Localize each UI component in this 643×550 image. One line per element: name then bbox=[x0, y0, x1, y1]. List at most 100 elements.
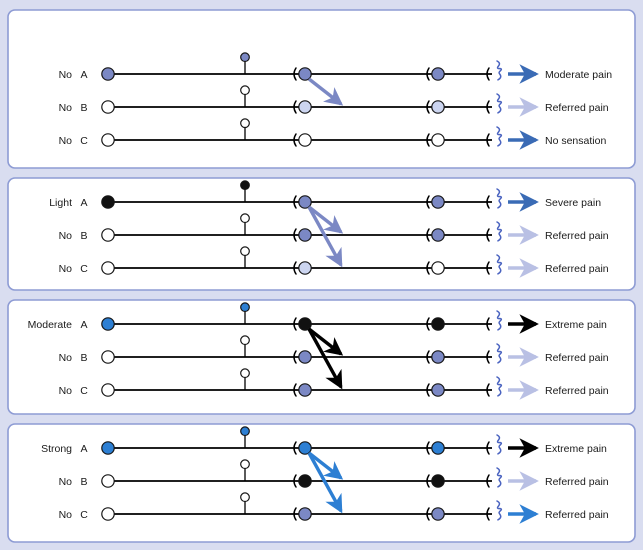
panel-2-row1-ganglion-node[interactable] bbox=[240, 213, 250, 224]
panel-4-row2-dorsal-horn-node[interactable] bbox=[298, 507, 312, 521]
panel-1-row1-output-label: Referred pain bbox=[545, 102, 609, 114]
panel-1-row1-thalamus-node[interactable] bbox=[431, 100, 445, 114]
panel-2-row1-dorsal-horn-node[interactable] bbox=[298, 228, 312, 242]
panel-2-row0-output-label: Severe pain bbox=[545, 197, 601, 209]
panel-3-row1-fiber-label: B bbox=[80, 352, 87, 364]
panel-4-row0-ganglion-node[interactable] bbox=[240, 426, 250, 437]
panel-2-row0-ganglion-node[interactable] bbox=[240, 180, 250, 191]
panel-4-row1-nociceptor-node[interactable] bbox=[101, 474, 115, 488]
panel-4-row1-thalamus-synapse bbox=[426, 474, 430, 488]
panel-3-row2-ganglion-node[interactable] bbox=[240, 368, 250, 379]
panel-3-row0-thalamus-node[interactable] bbox=[431, 317, 445, 331]
panel-3-row2-nociceptor-node[interactable] bbox=[101, 383, 115, 397]
panel-4-row2-dorsal-horn-synapse bbox=[293, 507, 297, 521]
panel-1-row0-stimulus-label: No bbox=[59, 69, 73, 81]
panel-1-row0-cerebral-cortex-brace bbox=[496, 60, 503, 81]
panel-4-row1-cerebral-cortex-brace bbox=[496, 467, 503, 488]
panel-2-row0-dorsal-horn-node[interactable] bbox=[298, 195, 312, 209]
panel-1-row0-thalamus-node[interactable] bbox=[431, 67, 445, 81]
panel-3-row0-dorsal-horn-node[interactable] bbox=[298, 317, 312, 331]
panel-3-projection-arrow-0 bbox=[307, 327, 344, 356]
panel-2-row2-output-label: Referred pain bbox=[545, 263, 609, 275]
panel-4-row0-thalamus-node[interactable] bbox=[431, 441, 445, 455]
panel-1-row0-ganglion-node[interactable] bbox=[240, 52, 250, 63]
panel-2-frame bbox=[7, 177, 636, 291]
panel-3-row2-dorsal-horn-synapse bbox=[293, 383, 297, 397]
panel-1-row1-fiber-label: B bbox=[80, 102, 87, 114]
panel-3-row0-dorsal-horn-synapse bbox=[293, 317, 297, 331]
panel-1-row1-dorsal-horn-node[interactable] bbox=[298, 100, 312, 114]
panel-4-row2-thalamus-node[interactable] bbox=[431, 507, 445, 521]
panel-4-row2-thalamus-synapse bbox=[426, 507, 430, 521]
panel-3-row2-fiber-label: C bbox=[80, 385, 88, 397]
panel-3-row0-nociceptor-node[interactable] bbox=[101, 317, 115, 331]
panel-2-row1-thalamus-node[interactable] bbox=[431, 228, 445, 242]
panel-1-row0-output-label: Moderate pain bbox=[545, 69, 612, 81]
panel-3-row1-dorsal-horn-synapse bbox=[293, 350, 297, 364]
panel-4-row2-cerebral-cortex-brace bbox=[496, 500, 503, 521]
panel-3-row1-stimulus-label: No bbox=[59, 352, 73, 364]
panel-3-row0-ganglion-node[interactable] bbox=[240, 302, 250, 313]
panel-2-row1-thalamus-synapse bbox=[426, 228, 430, 242]
panel-3-row0-fiber-label: A bbox=[80, 319, 87, 331]
panel-2-row2-nociceptor-node[interactable] bbox=[101, 261, 115, 275]
panel-4-projection-arrow-1 bbox=[307, 452, 343, 514]
panel-1-projection-arrow-0 bbox=[307, 77, 344, 106]
panel-2-row2-thalamus-node[interactable] bbox=[431, 261, 445, 275]
panel-1-row2-cortex-bracket bbox=[486, 133, 490, 147]
panel-2-row1-nociceptor-node[interactable] bbox=[101, 228, 115, 242]
panel-4-row1-thalamus-node[interactable] bbox=[431, 474, 445, 488]
panel-3-row1-cerebral-cortex-brace bbox=[496, 343, 503, 364]
panel-1-row0-dorsal-horn-node[interactable] bbox=[298, 67, 312, 81]
panel-4-row1-ganglion-node[interactable] bbox=[240, 459, 250, 470]
panel-4-row0-nociceptor-node[interactable] bbox=[101, 441, 115, 455]
panel-2-row1-cerebral-cortex-brace bbox=[496, 221, 503, 242]
panel-4-row2-stimulus-label: No bbox=[59, 509, 73, 521]
panel-1-row2-thalamus-synapse bbox=[426, 133, 430, 147]
panel-4-row2-nociceptor-node[interactable] bbox=[101, 507, 115, 521]
panel-4-row1-dorsal-horn-node[interactable] bbox=[298, 474, 312, 488]
panel-1-row0-nociceptor-node[interactable] bbox=[101, 67, 115, 81]
panel-3-row1-cortex-bracket bbox=[486, 350, 490, 364]
panel-1-row0-thalamus-synapse bbox=[426, 67, 430, 81]
panel-3-projection-arrow-1 bbox=[307, 328, 343, 390]
panel-1-row1-ganglion-node[interactable] bbox=[240, 85, 250, 96]
panel-1-row2-fiber-label: C bbox=[80, 135, 88, 147]
panel-3-row2-thalamus-synapse bbox=[426, 383, 430, 397]
panel-2-row2-fiber-label: C bbox=[80, 263, 88, 275]
panel-4-row0-dorsal-horn-node[interactable] bbox=[298, 441, 312, 455]
panel-4-row1-dorsal-horn-synapse bbox=[293, 474, 297, 488]
panel-3-row2-dorsal-horn-node[interactable] bbox=[298, 383, 312, 397]
panel-1-row2-thalamus-node[interactable] bbox=[431, 133, 445, 147]
panel-2-row0-nociceptor-node[interactable] bbox=[101, 195, 115, 209]
panel-2-row2-dorsal-horn-synapse bbox=[293, 261, 297, 275]
panel-1-row0-dorsal-horn-synapse bbox=[293, 67, 297, 81]
panel-1-row2-ganglion-node[interactable] bbox=[240, 118, 250, 129]
panel-3-row2-thalamus-node[interactable] bbox=[431, 383, 445, 397]
panel-2-row2-dorsal-horn-node[interactable] bbox=[298, 261, 312, 275]
panel-2-row0-thalamus-node[interactable] bbox=[431, 195, 445, 209]
panel-3-row1-dorsal-horn-node[interactable] bbox=[298, 350, 312, 364]
panel-3-row0-stimulus-label: Moderate bbox=[28, 319, 73, 331]
panel-2-row1-output-label: Referred pain bbox=[545, 230, 609, 242]
panel-2-row0-cerebral-cortex-brace bbox=[496, 188, 503, 209]
panel-2-projection-arrow-1 bbox=[307, 206, 343, 268]
panel-1-row0-cortex-bracket bbox=[486, 67, 490, 81]
panel-3-row2-stimulus-label: No bbox=[59, 385, 73, 397]
panel-2-row2-ganglion-node[interactable] bbox=[240, 246, 250, 257]
panel-4-row0-cerebral-cortex-brace bbox=[496, 434, 503, 455]
panel-3-row1-ganglion-node[interactable] bbox=[240, 335, 250, 346]
panel-3-row1-thalamus-node[interactable] bbox=[431, 350, 445, 364]
panel-1-row1-thalamus-synapse bbox=[426, 100, 430, 114]
panel-3-row2-cortex-bracket bbox=[486, 383, 490, 397]
panel-1-row1-nociceptor-node[interactable] bbox=[101, 100, 115, 114]
panel-1-row2-nociceptor-node[interactable] bbox=[101, 133, 115, 147]
panel-2-row0-cortex-bracket bbox=[486, 195, 490, 209]
panel-3-row1-thalamus-synapse bbox=[426, 350, 430, 364]
panel-1-row2-dorsal-horn-node[interactable] bbox=[298, 133, 312, 147]
panel-4-row2-ganglion-node[interactable] bbox=[240, 492, 250, 503]
panel-3-row1-nociceptor-node[interactable] bbox=[101, 350, 115, 364]
panel-4-row0-stimulus-label: Strong bbox=[41, 443, 72, 455]
panel-3-row0-cortex-bracket bbox=[486, 317, 490, 331]
